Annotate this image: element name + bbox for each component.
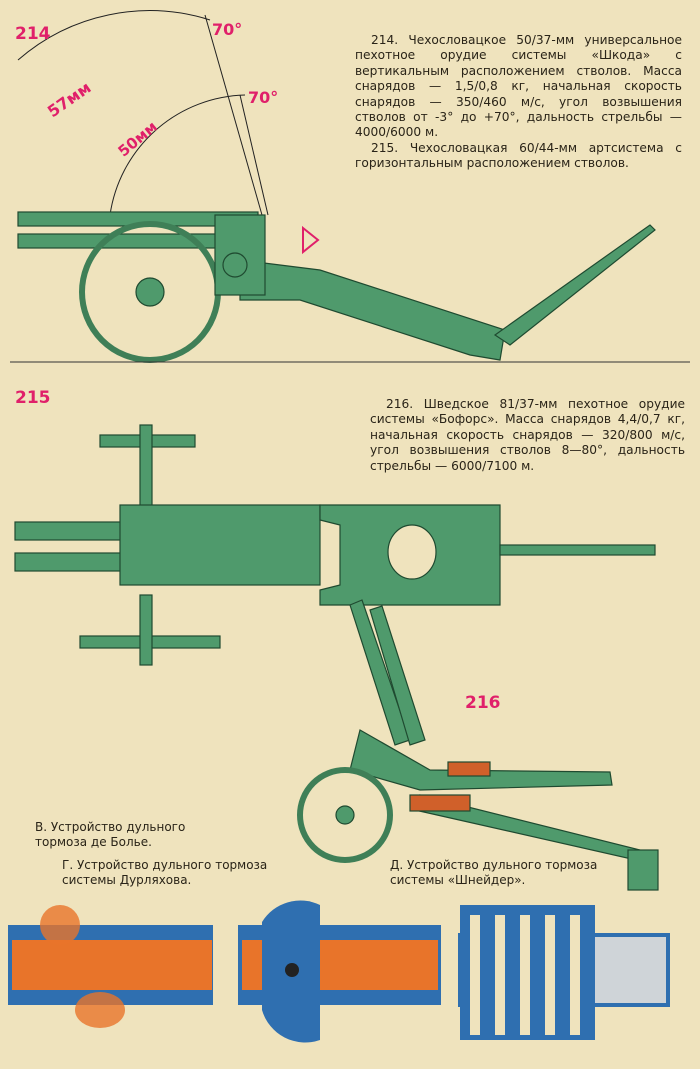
description-214: 214. Чехословацкое 50/37-мм универсально…: [355, 33, 682, 140]
caption-d: Д. Устройство дульного тормоза системы «…: [390, 858, 598, 887]
caption-v: В. Устройство дульного тормоза де Болье.: [35, 820, 186, 849]
angle-arc-57: [17, 10, 211, 61]
figure-214-label: 214: [15, 24, 51, 44]
angle-arc-50: [109, 94, 246, 216]
angle-label: 70°: [248, 88, 279, 107]
figure-215-label: 215: [15, 388, 51, 408]
figure-214-gun: [17, 10, 656, 363]
caption-g: Г. Устройство дульного тормоза системы Д…: [62, 858, 268, 887]
muzzle-brake-d: [458, 905, 670, 1040]
figure-216-gun: [297, 599, 659, 891]
muzzle-brake-v: [8, 905, 213, 1028]
description-215: 215. Чехословацкая 60/44-мм артсистема с…: [355, 140, 682, 171]
description-216-text: 216. Шведское 81/37-мм пехотное орудие с…: [370, 397, 685, 473]
figure-215-gun: [14, 424, 656, 666]
angle-label: 70°: [212, 20, 243, 39]
muzzle-brake-g: [238, 900, 441, 1043]
figure-216-label: 216: [465, 693, 501, 713]
direction-arrow-icon: [302, 225, 320, 255]
description-216: 216. Шведское 81/37-мм пехотное орудие с…: [370, 397, 685, 474]
description-214-215: 214. Чехословацкое 50/37-мм универсально…: [355, 33, 682, 172]
